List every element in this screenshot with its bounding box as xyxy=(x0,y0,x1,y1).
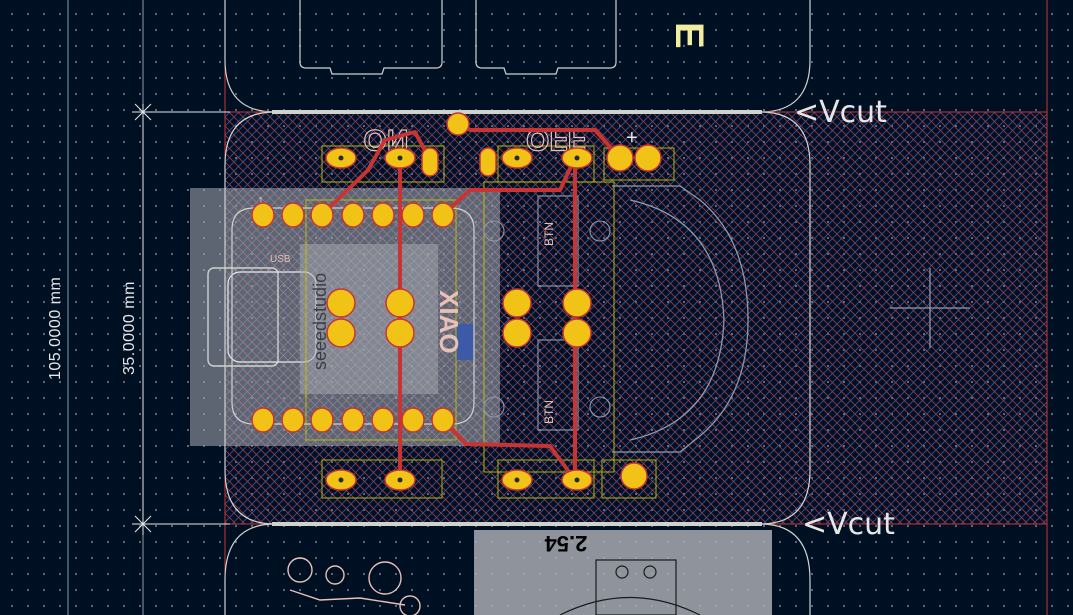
courtyard-outlines xyxy=(305,145,675,499)
corner-letter: E xyxy=(667,22,711,49)
pads[interactable] xyxy=(251,112,662,491)
button-silk xyxy=(483,195,611,431)
silk-brand: seeedstudio xyxy=(310,273,330,370)
dimension-inner[interactable] xyxy=(132,103,230,535)
bottom-panel-outline xyxy=(224,523,811,615)
silk-pin-one: 1 xyxy=(258,196,264,207)
module-led xyxy=(456,324,474,360)
module-chip xyxy=(300,244,438,394)
usb-connector xyxy=(207,267,279,367)
plus-marker: + xyxy=(626,127,638,149)
silk-btn-bottom: BTN xyxy=(542,400,556,424)
vcut-label-bottom: <Vcut xyxy=(802,507,895,542)
vcut-label-top: <Vcut xyxy=(794,95,887,130)
pad-holes xyxy=(338,155,580,483)
battery-holder-silk xyxy=(612,185,970,453)
mascot-silk-graphic xyxy=(287,557,421,615)
silk-btn-top: BTN xyxy=(542,222,556,246)
silk-model: XIAO xyxy=(434,290,464,354)
top-panel-outline xyxy=(224,0,811,113)
bottom-connector-silk xyxy=(559,559,701,615)
dimension-text-outer: 105.0000 mm xyxy=(47,277,64,380)
pitch-label: 2.54 xyxy=(544,531,588,556)
pitch-footprint xyxy=(474,530,772,615)
board-edge-cut xyxy=(224,111,811,525)
dimension-text-inner: 35.0000 mm xyxy=(121,281,138,375)
silk-usb: USB xyxy=(270,254,291,265)
